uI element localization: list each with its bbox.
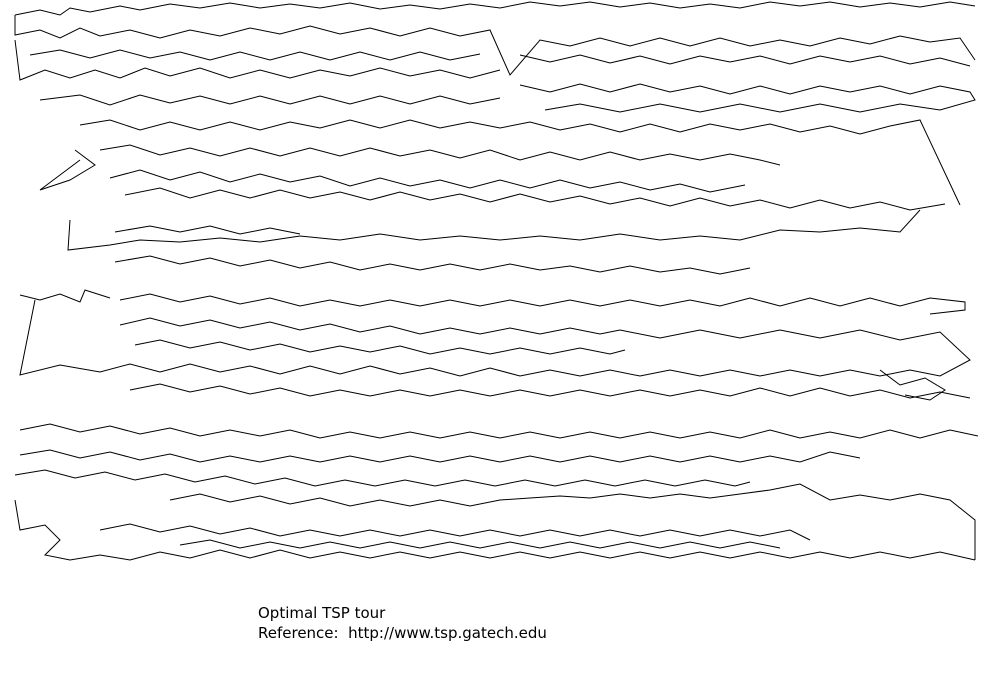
tour-segment bbox=[124, 187, 946, 211]
tour-segment bbox=[39, 149, 96, 191]
tour-segment bbox=[14, 499, 976, 561]
tour-segment bbox=[519, 83, 976, 113]
tour-segment bbox=[169, 483, 976, 560]
tour-segment bbox=[119, 317, 621, 335]
tour-segment bbox=[129, 383, 971, 399]
tour-segment bbox=[114, 255, 751, 275]
tour-segment bbox=[14, 1, 976, 16]
tour-segment bbox=[179, 539, 781, 549]
tour-segment bbox=[29, 49, 481, 61]
tour-segment bbox=[14, 15, 976, 76]
tour-segment bbox=[19, 299, 971, 377]
tour-segment bbox=[109, 169, 746, 193]
caption: Optimal TSP tour Reference: http://www.t… bbox=[258, 603, 547, 643]
tour-segment bbox=[19, 423, 979, 439]
tour-segment bbox=[879, 369, 946, 401]
caption-title: Optimal TSP tour bbox=[258, 604, 386, 622]
tour-segment bbox=[99, 523, 811, 541]
caption-reference: Reference: http://www.tsp.gatech.edu bbox=[258, 624, 547, 642]
tour-segment bbox=[114, 225, 301, 235]
tour-segment bbox=[134, 339, 626, 355]
tour-segment bbox=[14, 469, 751, 487]
tour-segment bbox=[79, 119, 961, 206]
tour-segment bbox=[119, 293, 966, 315]
tour-segment bbox=[19, 289, 111, 303]
tsp-tour-diagram bbox=[14, 1, 979, 561]
tour-segment bbox=[14, 39, 501, 81]
tour-segment bbox=[519, 54, 971, 67]
tour-segment bbox=[39, 94, 501, 106]
tour-segment bbox=[19, 449, 861, 463]
tour-segment bbox=[67, 209, 921, 251]
tour-segment bbox=[99, 144, 781, 166]
